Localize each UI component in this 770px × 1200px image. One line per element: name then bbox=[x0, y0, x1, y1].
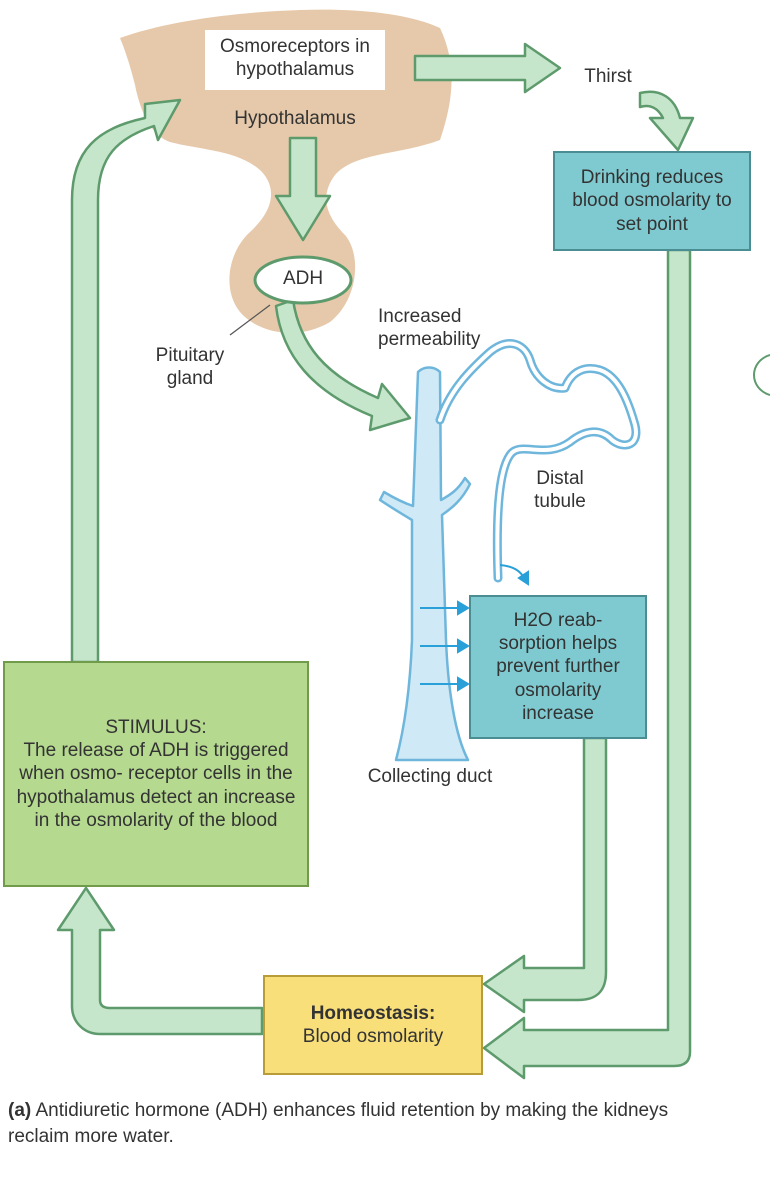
pituitary-gland-label: Pituitary gland bbox=[155, 345, 225, 389]
water-arrows bbox=[420, 564, 529, 692]
arrow-drinking-to-homeostasis bbox=[482, 248, 692, 1080]
stimulus-heading: STIMULUS: bbox=[105, 717, 207, 739]
hypothalamus-label: Hypothalamus bbox=[234, 108, 356, 129]
drinking-box-text: Drinking reduces blood osmolarity to set… bbox=[572, 167, 732, 235]
homeostasis-box-text: Homeostasis: Blood osmolarity bbox=[268, 978, 478, 1072]
pituitary-pointer bbox=[229, 304, 271, 336]
figure-caption: (a) Antidiuretic hormone (ADH) enhances … bbox=[8, 1098, 708, 1149]
collecting-duct-label: Collecting duct bbox=[367, 766, 493, 787]
arrow-reabsorption-to-homeostasis bbox=[482, 736, 608, 1014]
distal-tubule-label: Distal tubule bbox=[534, 468, 586, 512]
arrow-hypothalamus-to-adh bbox=[274, 136, 332, 242]
osmoreceptors-box bbox=[205, 30, 385, 90]
thirst-label: Thirst bbox=[584, 66, 632, 87]
arrow-thirst-to-drinking bbox=[638, 90, 695, 152]
edge-circle-fragment bbox=[752, 354, 770, 396]
arrow-adh-to-duct bbox=[274, 298, 412, 432]
distal-tubule-lumen bbox=[438, 341, 638, 580]
homeostasis-body: Blood osmolarity bbox=[302, 1026, 444, 1047]
drinking-box-rect bbox=[553, 151, 751, 251]
caption-text: Antidiuretic hormone (ADH) enhances flui… bbox=[8, 1100, 669, 1147]
adh-oval bbox=[253, 255, 353, 305]
osmoreceptors-label: Osmoreceptors in hypothalamus bbox=[220, 36, 370, 80]
adh-label: ADH bbox=[282, 268, 324, 289]
caption-tag: (a) bbox=[8, 1100, 32, 1121]
hypothalamus-shape bbox=[120, 9, 452, 333]
stimulus-body: The release of ADH is triggered when osm… bbox=[16, 740, 296, 831]
stimulus-box-text: STIMULUS: The release of ADH is triggere… bbox=[10, 666, 302, 882]
arrow-stimulus-to-hypothalamus bbox=[70, 98, 182, 664]
increased-permeability-label: Increased permeability bbox=[378, 306, 481, 350]
stimulus-box-rect bbox=[3, 661, 309, 887]
reabsorption-box-text: H2O reab- sorption helps prevent further… bbox=[496, 610, 620, 724]
arrow-to-thirst bbox=[413, 42, 562, 94]
arrow-homeostasis-to-stimulus bbox=[56, 886, 264, 1036]
reabsorption-box-rect bbox=[469, 595, 647, 739]
homeostasis-heading: Homeostasis: bbox=[310, 1002, 436, 1024]
homeostasis-box-rect bbox=[263, 975, 483, 1075]
collecting-duct bbox=[378, 366, 472, 762]
